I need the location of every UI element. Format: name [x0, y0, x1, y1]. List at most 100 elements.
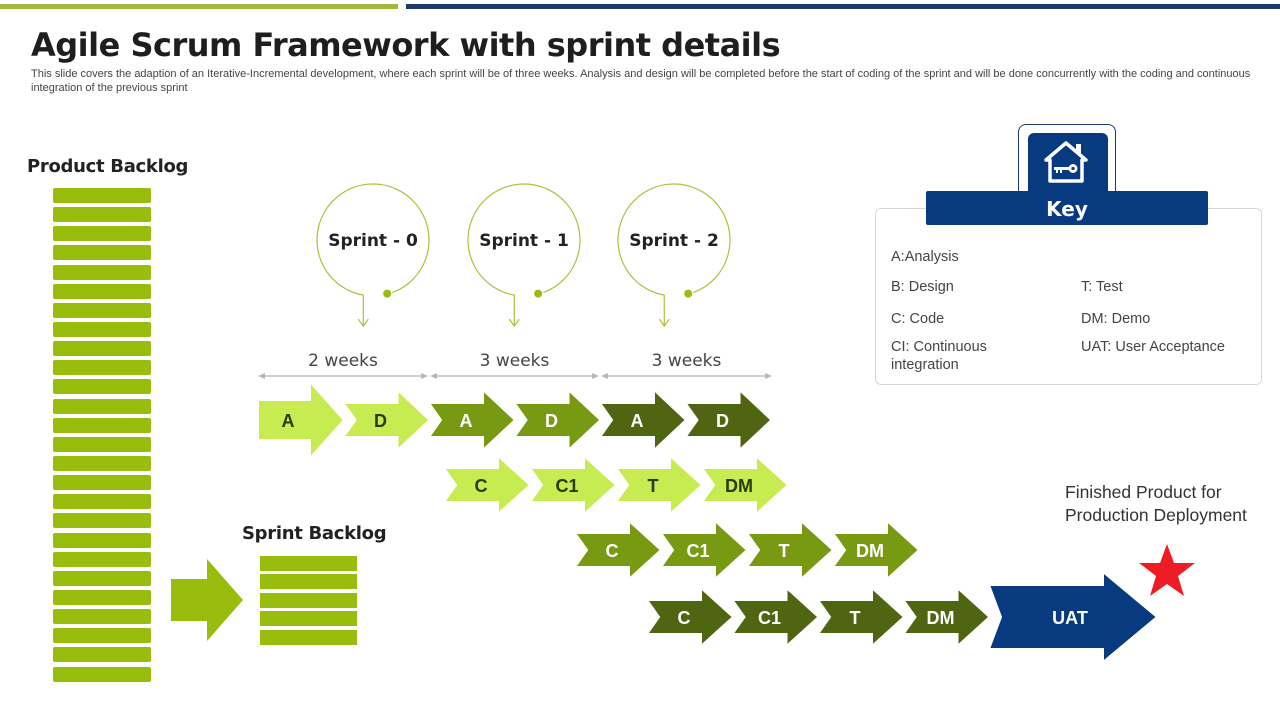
process-arrow-shape	[645, 585, 735, 649]
duration-span: 2 weeks	[258, 351, 428, 379]
key-item-test: T: Test	[1081, 279, 1123, 295]
arrow-row: C C1 T DM	[573, 518, 921, 582]
finished-product-label: Finished Product for Production Deployme…	[1065, 482, 1247, 525]
sprint-circle-outline	[316, 183, 430, 326]
key-item-analysis: A:Analysis	[891, 249, 959, 265]
process-arrow-shape	[745, 518, 835, 582]
process-arrow-label: A	[282, 411, 295, 431]
backlog-item	[53, 532, 151, 548]
sprint-label: Sprint - 2	[629, 231, 719, 251]
process-arrow-shape	[427, 387, 517, 453]
process-arrow-shape	[512, 387, 602, 453]
process-arrow-shape	[700, 453, 790, 517]
process-arrow-label: UAT	[1052, 608, 1088, 628]
sprint-circles: Sprint - 0 Sprint - 1 Sprint - 2	[316, 183, 731, 328]
house-key-icon	[1044, 141, 1088, 183]
process-arrow: C	[573, 518, 663, 582]
top-accent-bar-green	[0, 4, 398, 9]
arrowhead-right-icon	[592, 373, 599, 379]
backlog-item	[53, 628, 151, 644]
process-arrow-shape	[257, 379, 346, 461]
process-arrow-label: T	[850, 608, 861, 628]
process-arrow: DM	[700, 453, 790, 517]
backlog-item	[53, 321, 151, 337]
duration-span: 3 weeks	[430, 351, 599, 379]
sprint-backlog-item	[260, 574, 357, 590]
arrowhead-left-icon	[258, 373, 265, 379]
sprint-dot	[534, 289, 543, 298]
process-arrow-label: A	[460, 411, 473, 431]
key-item-user-acceptance: UAT: User Acceptance	[1081, 339, 1225, 355]
process-arrow-shape	[598, 387, 688, 453]
process-arrow-shape	[614, 453, 704, 517]
process-arrow-label: T	[648, 476, 659, 496]
process-arrow: T	[745, 518, 835, 582]
process-arrow-shape	[901, 585, 991, 649]
process-arrow: A	[257, 379, 346, 461]
process-arrow-label: DM	[856, 541, 884, 561]
sprint-label: Sprint - 0	[328, 231, 418, 251]
process-arrow: D	[341, 387, 431, 453]
sprint-backlog-item	[260, 611, 357, 627]
process-arrow: T	[816, 585, 906, 649]
down-arrow-icon	[508, 318, 520, 328]
duration-span: 3 weeks	[601, 351, 772, 379]
process-arrow-shape	[659, 518, 749, 582]
backlog-item	[53, 188, 151, 203]
process-arrow-label: DM	[725, 476, 753, 496]
process-arrow-label: A	[631, 411, 644, 431]
process-arrow-label: C1	[758, 608, 781, 628]
process-arrow: C1	[528, 453, 618, 517]
backlog-item	[53, 245, 151, 261]
key-title: Key	[926, 191, 1208, 225]
process-arrow-shape	[730, 585, 820, 649]
arrowhead-left-icon	[430, 373, 437, 379]
process-arrow-label: C1	[686, 541, 709, 561]
backlog-item	[53, 398, 151, 414]
backlog-item	[53, 570, 151, 586]
backlog-item	[53, 302, 151, 318]
sprint-backlog-item	[260, 592, 357, 608]
key-item-demo: DM: Demo	[1081, 311, 1151, 327]
top-accent-bar-blue	[406, 4, 1280, 9]
down-arrow-icon	[357, 318, 369, 328]
process-arrow: C	[442, 453, 532, 517]
backlog-item	[53, 647, 151, 663]
process-arrow-shape	[987, 569, 1159, 665]
sprint-label: Sprint - 1	[479, 231, 569, 251]
sprint-duration: 2 weeks	[308, 351, 378, 371]
process-arrow: A	[598, 387, 688, 453]
sprint-backlog-stack	[260, 556, 357, 648]
key-item-code: C: Code	[891, 311, 945, 327]
sprint-duration: 3 weeks	[480, 351, 550, 371]
arrowhead-right-icon	[421, 373, 428, 379]
process-arrow: C1	[730, 585, 820, 649]
page-subtitle: This slide covers the adaption of an Ite…	[31, 68, 1251, 94]
sprint-circle: Sprint - 2	[617, 183, 731, 328]
backlog-item	[53, 494, 151, 510]
process-arrow: DM	[831, 518, 921, 582]
backlog-item	[53, 341, 151, 357]
product-backlog-label: Product Backlog	[27, 156, 189, 177]
backlog-item	[53, 360, 151, 376]
sprint-backlog-item	[260, 556, 357, 571]
page-title: Agile Scrum Framework with sprint detail…	[31, 26, 781, 64]
backlog-item	[53, 455, 151, 471]
process-arrow-shape	[341, 387, 431, 453]
sprint-dot	[684, 289, 693, 298]
backlog-item	[53, 283, 151, 299]
process-arrow-label: T	[779, 541, 790, 561]
arrowhead-right-icon	[765, 373, 772, 379]
backlog-item	[53, 379, 151, 395]
process-arrow-label: D	[374, 411, 387, 431]
process-arrow: C	[645, 585, 735, 649]
duration-lines: 2 weeks 3 weeks 3 weeks	[258, 351, 772, 379]
process-arrow: UAT	[987, 569, 1159, 665]
backlog-transfer-arrow	[171, 559, 243, 641]
key-item-design: B: Design	[891, 279, 954, 295]
backlog-item	[53, 226, 151, 242]
arrowhead-left-icon	[601, 373, 608, 379]
product-backlog-stack	[53, 188, 151, 686]
